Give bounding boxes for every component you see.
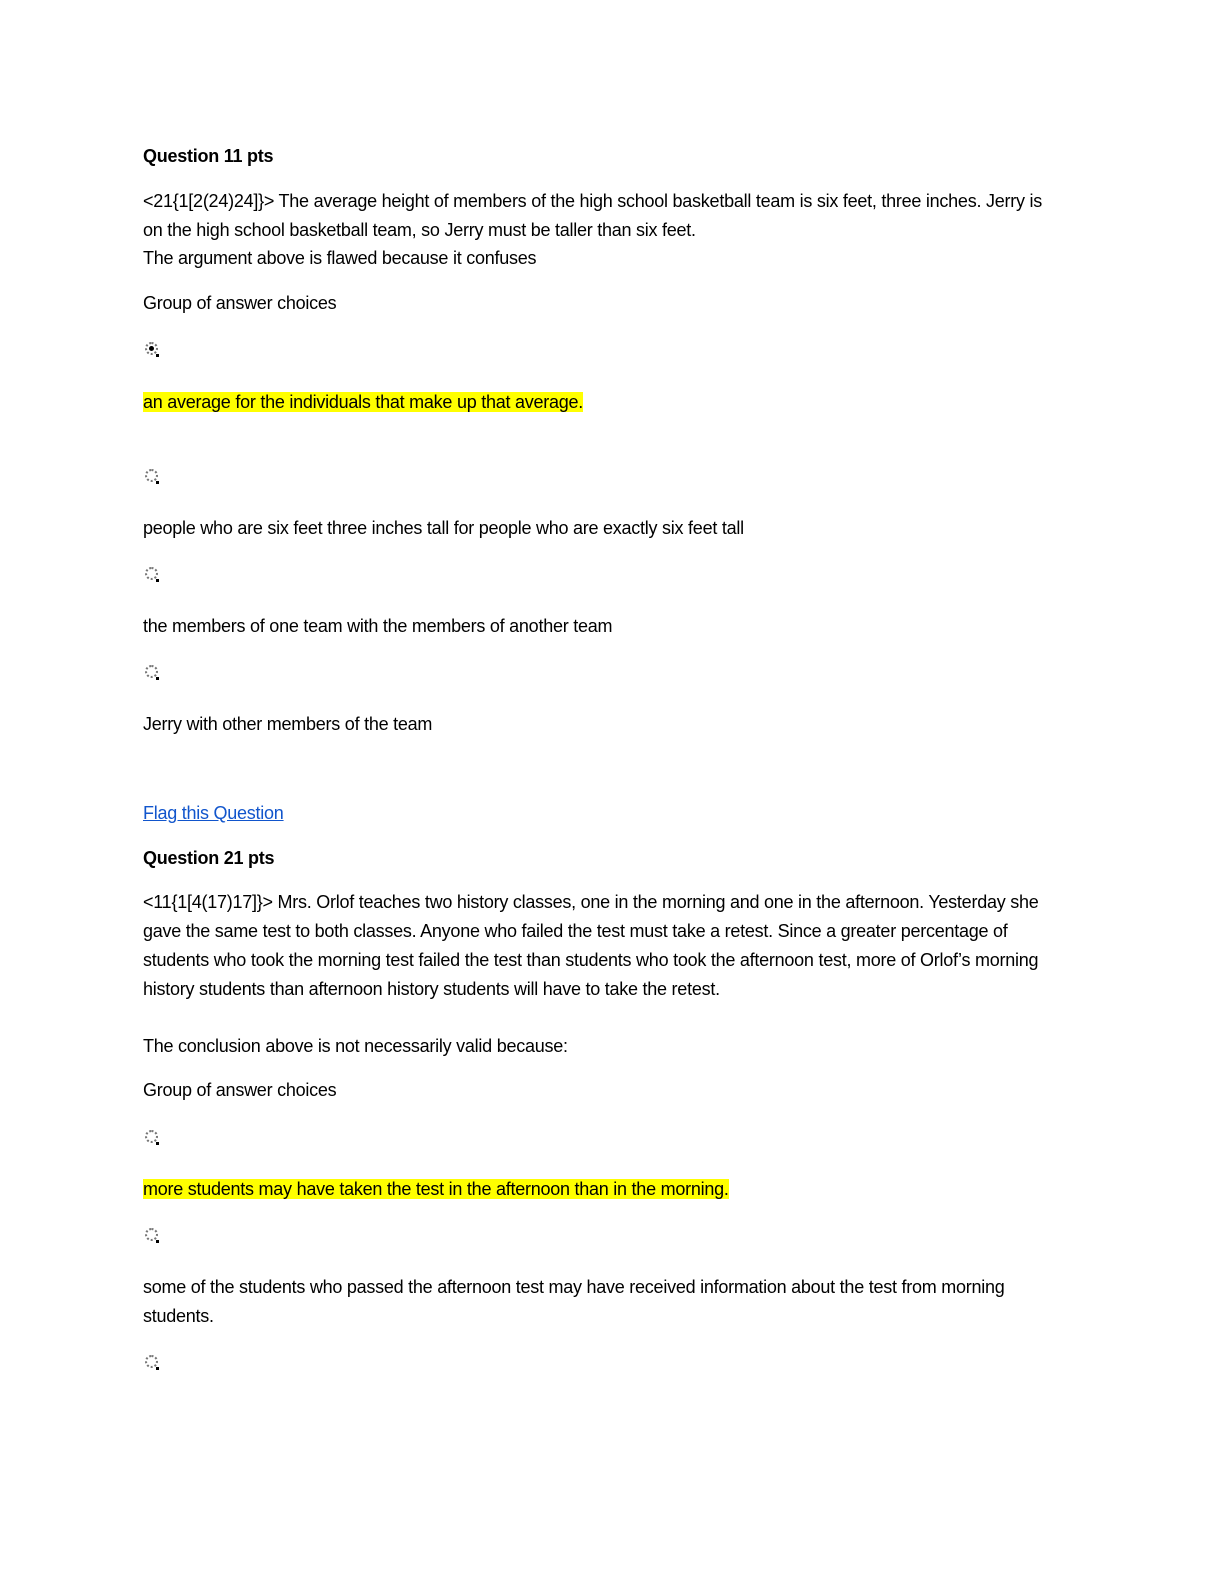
answer-choice[interactable]: more students may have taken the test in… — [143, 1179, 729, 1199]
answer-choice[interactable]: Jerry with other members of the team — [143, 714, 433, 734]
question-2-prompt: <11{1[4(17)17]}> Mrs. Orlof teaches two … — [143, 892, 1039, 999]
answer-choice[interactable]: some of the students who passed the afte… — [143, 1277, 1005, 1326]
radio-button-icon[interactable] — [145, 1355, 159, 1370]
radio-button-icon[interactable] — [145, 567, 159, 582]
question-1-group-label: Group of answer choices — [143, 293, 337, 313]
question-2-stem: The conclusion above is not necessarily … — [143, 1036, 568, 1056]
radio-button-icon[interactable] — [145, 665, 159, 680]
question-1-stem: The argument above is flawed because it … — [143, 248, 537, 268]
answer-choice[interactable]: an average for the individuals that make… — [143, 392, 584, 412]
question-2-heading: Question 21 pts — [143, 848, 275, 868]
radio-button-icon[interactable] — [145, 1228, 159, 1243]
radio-button-icon[interactable] — [145, 469, 159, 484]
answer-choice[interactable]: people who are six feet three inches tal… — [143, 518, 744, 538]
radio-button-icon[interactable] — [145, 342, 159, 357]
question-2-group-label: Group of answer choices — [143, 1080, 337, 1100]
question-1-prompt: <21{1[2(24)24]}> The average height of m… — [143, 191, 1042, 240]
radio-button-icon[interactable] — [145, 1130, 159, 1145]
flag-question-link[interactable]: Flag this Question — [143, 803, 284, 823]
answer-choice[interactable]: the members of one team with the members… — [143, 616, 613, 636]
question-1-heading: Question 11 pts — [143, 146, 274, 166]
